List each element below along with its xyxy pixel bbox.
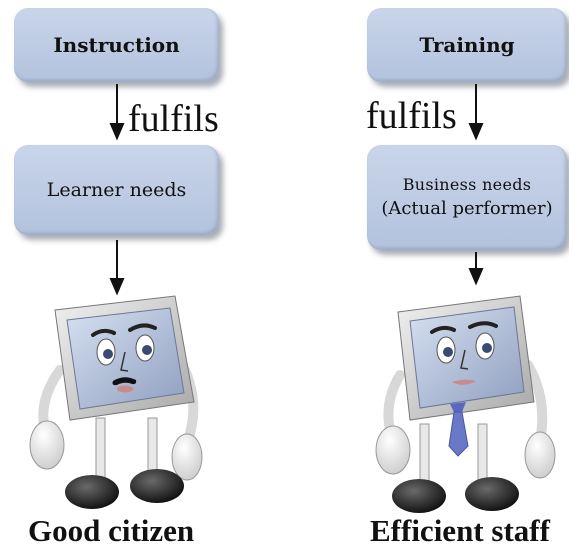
instruction-label: Instruction bbox=[53, 33, 180, 57]
learner-needs-label: Learner needs bbox=[46, 179, 187, 201]
training-label: Training bbox=[419, 33, 515, 57]
computer-character-left-icon bbox=[29, 295, 203, 509]
good-citizen-caption: Good citizen bbox=[28, 513, 195, 548]
arrow-learner-to-character bbox=[109, 240, 125, 296]
learner-needs-box: Learner needs bbox=[14, 145, 219, 235]
arrow-instruction-to-learner bbox=[109, 84, 125, 141]
arrow-training-to-business bbox=[468, 84, 484, 141]
business-needs-box: Business needs (Actual performer) bbox=[367, 145, 567, 250]
business-needs-label: Business needs bbox=[402, 174, 532, 194]
fulfils-label-left: fulfils bbox=[128, 98, 219, 140]
fulfils-label-right: fulfils bbox=[366, 95, 457, 137]
arrow-business-to-character bbox=[468, 252, 484, 286]
instruction-box: Instruction bbox=[14, 8, 219, 82]
training-box: Training bbox=[367, 8, 567, 82]
computer-character-right-icon bbox=[375, 295, 556, 513]
actual-performer-label: (Actual performer) bbox=[381, 198, 553, 220]
efficient-staff-caption: Efficient staff bbox=[370, 513, 550, 548]
